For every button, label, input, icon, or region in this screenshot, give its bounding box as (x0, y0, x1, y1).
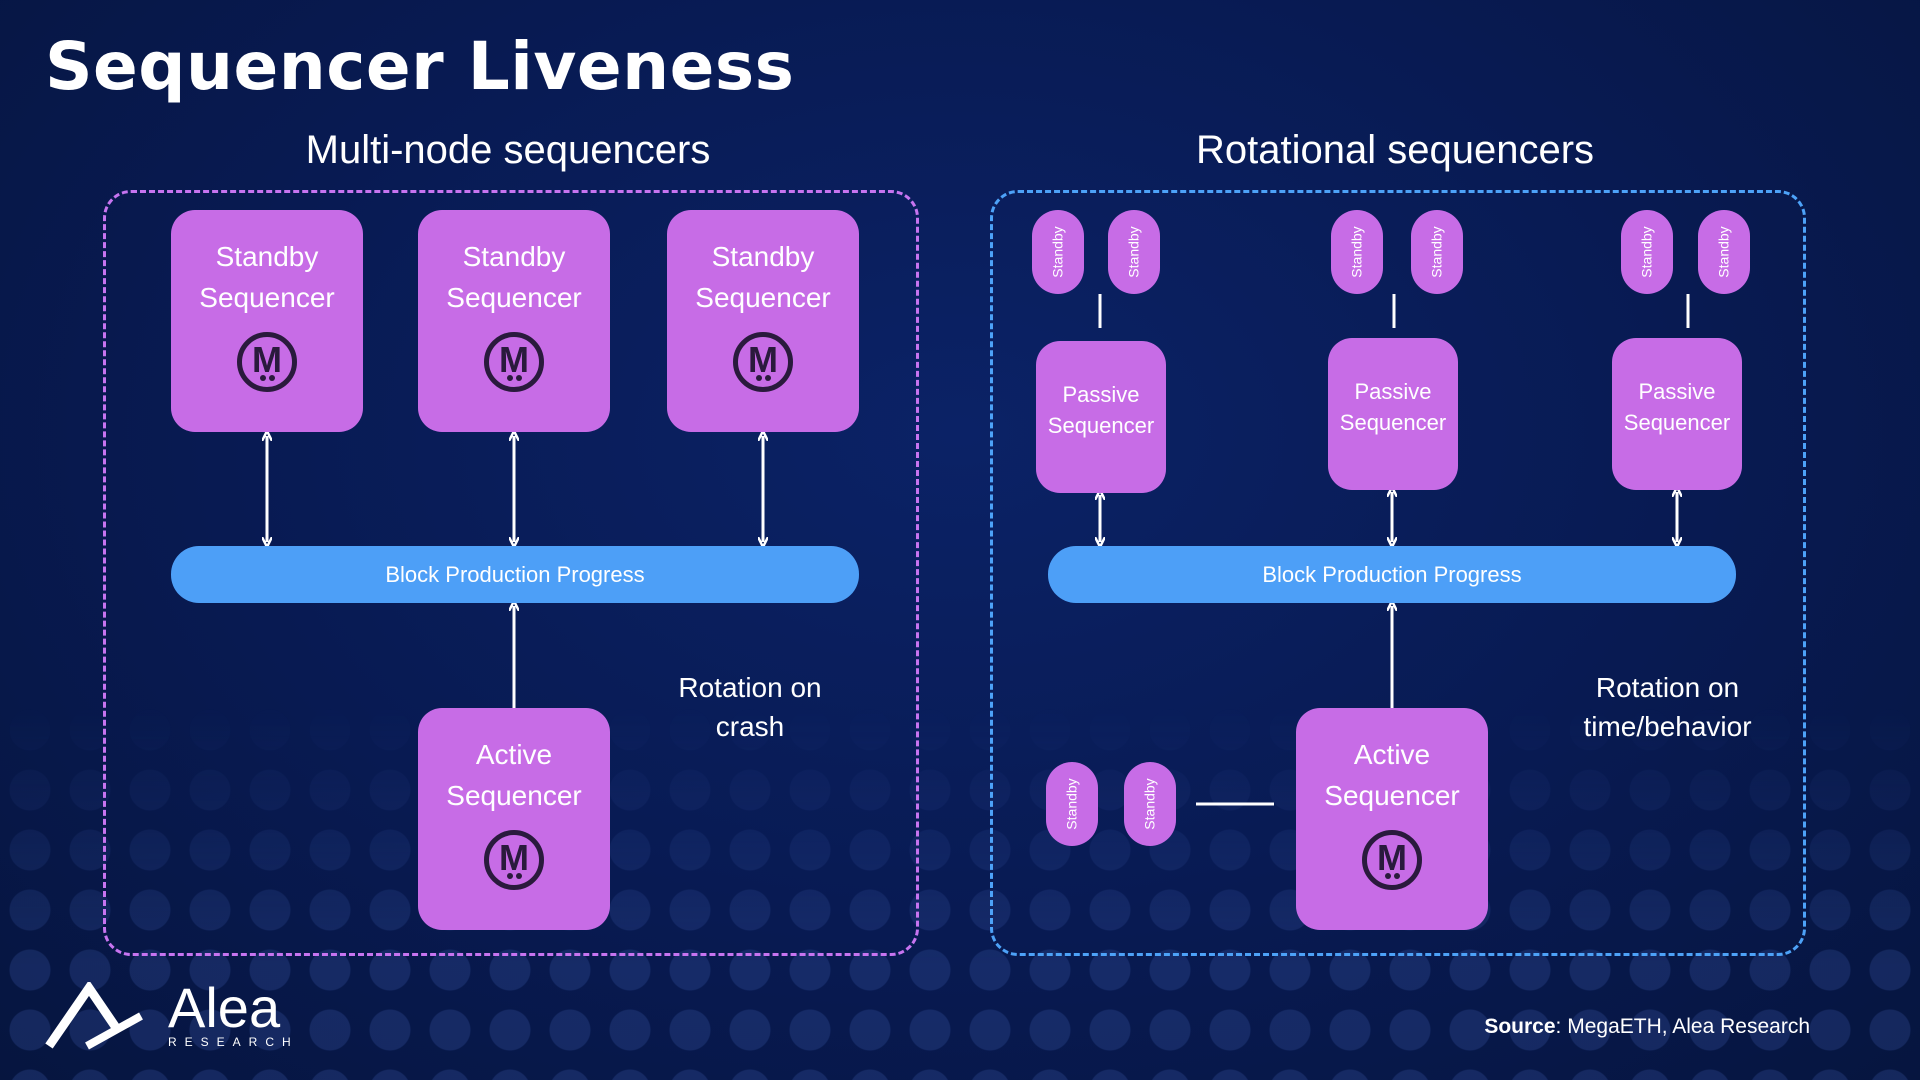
passive-sequencer-3: Passive Sequencer (1612, 338, 1742, 490)
standby-pill: Standby (1621, 210, 1673, 294)
standby-sequencer-3: Standby Sequencer M (667, 210, 859, 432)
standby-pill: Standby (1108, 210, 1160, 294)
alea-logo-icon (45, 982, 143, 1050)
right-block-production-bar: Block Production Progress (1048, 546, 1736, 603)
passive-line1: Passive (1354, 379, 1432, 404)
left-block-production-bar: Block Production Progress (171, 546, 859, 603)
source-text: : MegaETH, Alea Research (1555, 1015, 1810, 1038)
standby-pill: Standby (1698, 210, 1750, 294)
passive-line2: Sequencer (1047, 413, 1155, 438)
standby-pill: Standby (1124, 762, 1176, 846)
left-panel-heading: Multi-node sequencers (305, 128, 711, 172)
active-line2: Sequencer (1324, 780, 1460, 811)
standby-line1: Standby (215, 241, 319, 272)
right-rotation-note: Rotation on time/behavior (1545, 668, 1790, 746)
note-line2: time/behavior (1583, 711, 1752, 742)
standby-pill: Standby (1331, 210, 1383, 294)
passive-line2: Sequencer (1623, 410, 1731, 435)
note-line1: Rotation on (1595, 672, 1740, 703)
source-label: Source (1484, 1015, 1556, 1038)
active-line1: Active (1353, 739, 1431, 770)
multi-node-panel (103, 190, 919, 956)
passive-sequencer-1: Passive Sequencer (1036, 341, 1166, 493)
active-sequencer-left: Active Sequencer M (418, 708, 610, 930)
megaeth-logo-icon: M (237, 332, 297, 392)
megaeth-logo-icon: M (484, 830, 544, 890)
brand-subtitle: RESEARCH (168, 1035, 299, 1049)
page-title: Sequencer Liveness (45, 28, 795, 105)
standby-sequencer-1: Standby Sequencer M (171, 210, 363, 432)
note-line1: Rotation on (678, 672, 822, 703)
passive-line1: Passive (1062, 382, 1140, 407)
active-line1: Active (475, 739, 553, 770)
note-line2: crash (715, 711, 785, 742)
right-panel-heading: Rotational sequencers (1195, 128, 1595, 172)
standby-pill: Standby (1032, 210, 1084, 294)
standby-pill: Standby (1046, 762, 1098, 846)
standby-sequencer-2: Standby Sequencer M (418, 210, 610, 432)
active-sequencer-right: Active Sequencer M (1296, 708, 1488, 930)
background-dot-pattern (0, 700, 1920, 1080)
passive-line2: Sequencer (1339, 410, 1447, 435)
megaeth-logo-icon: M (1362, 830, 1422, 890)
standby-line2: Sequencer (695, 282, 831, 313)
standby-line1: Standby (711, 241, 815, 272)
standby-pill: Standby (1411, 210, 1463, 294)
passive-sequencer-2: Passive Sequencer (1328, 338, 1458, 490)
standby-line2: Sequencer (199, 282, 335, 313)
megaeth-logo-icon: M (733, 332, 793, 392)
megaeth-logo-icon: M (484, 332, 544, 392)
rotational-panel (990, 190, 1806, 956)
left-rotation-note: Rotation on crash (640, 668, 860, 746)
active-line2: Sequencer (446, 780, 582, 811)
standby-line1: Standby (462, 241, 566, 272)
passive-line1: Passive (1638, 379, 1716, 404)
source-credit: Source: MegaETH, Alea Research (1484, 1015, 1810, 1039)
standby-line2: Sequencer (446, 282, 582, 313)
brand-name: Alea (168, 976, 281, 1039)
